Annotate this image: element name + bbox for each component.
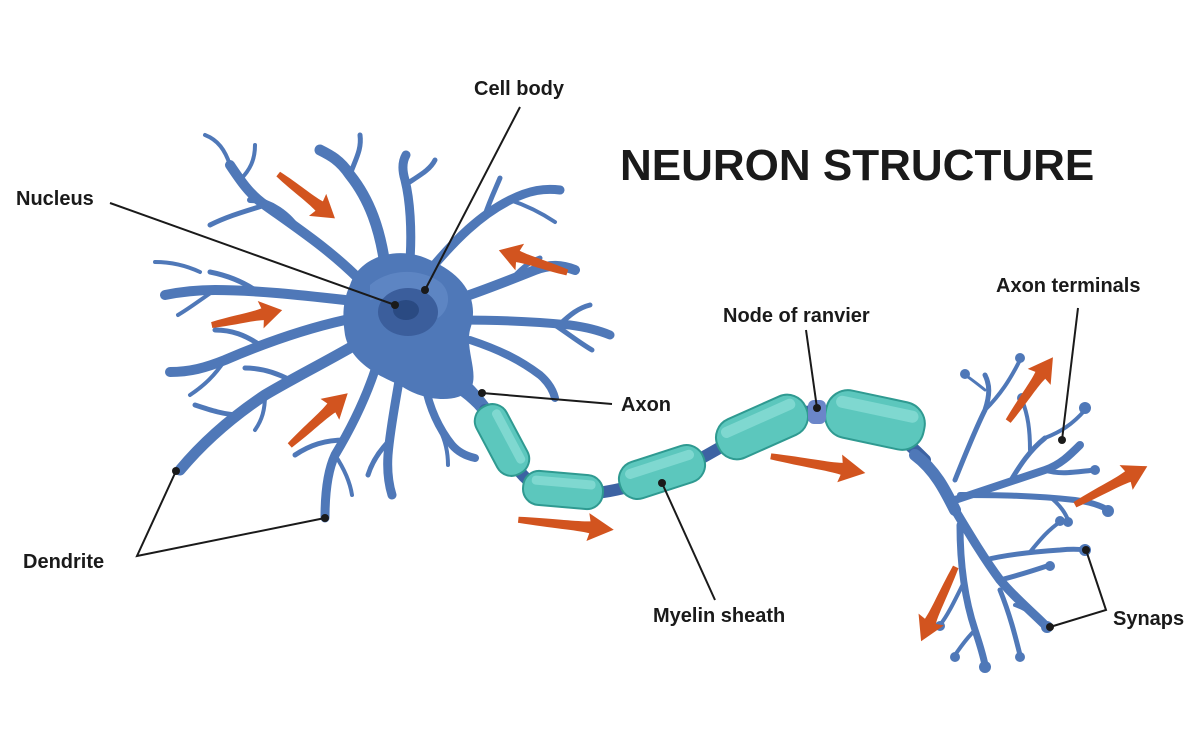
label-nucleus: Nucleus xyxy=(16,188,94,210)
label-myelin-sheath: Myelin sheath xyxy=(653,605,785,627)
signal-arrow xyxy=(1073,465,1148,508)
label-node-of-ranvier: Node of ranvier xyxy=(723,305,870,327)
labels: Cell body Nucleus Axon Dendrite Myelin s… xyxy=(16,78,1184,630)
label-axon-terminals: Axon terminals xyxy=(996,275,1140,297)
label-cell-body: Cell body xyxy=(474,78,565,100)
diagram-title: NEURON STRUCTURE xyxy=(620,141,1094,190)
signal-arrow xyxy=(211,300,283,329)
signal-arrow xyxy=(287,393,348,448)
signal-arrow xyxy=(498,243,569,276)
signal-arrow xyxy=(517,513,614,542)
nucleus xyxy=(378,288,438,336)
signal-arrow xyxy=(770,453,866,483)
leader-lines xyxy=(109,106,1108,631)
myelin-sheaths xyxy=(473,389,926,511)
signal-arrows xyxy=(211,171,1148,642)
axon-terminals xyxy=(909,353,1114,673)
signal-arrow xyxy=(1005,357,1053,423)
myelin-sheath-pointed xyxy=(617,444,707,500)
label-axon: Axon xyxy=(621,394,671,416)
label-dendrite: Dendrite xyxy=(23,551,104,573)
label-synaps: Synaps xyxy=(1113,608,1184,630)
signal-arrow xyxy=(276,171,335,219)
signal-arrow xyxy=(918,565,959,642)
